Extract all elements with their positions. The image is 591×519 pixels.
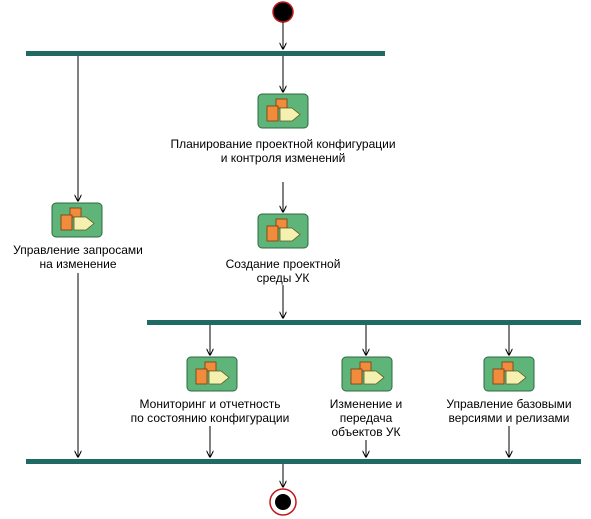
activity-icon-planning	[257, 93, 309, 129]
activity-icon-change	[341, 356, 393, 392]
start-node	[273, 2, 293, 22]
fork-bar-middle	[147, 320, 581, 325]
activity-icon-monitoring	[186, 356, 238, 392]
activity-icon-baselines	[483, 356, 535, 392]
join-bar-bottom	[26, 459, 581, 464]
activity-icon-create-env	[257, 213, 309, 249]
activity-icon-requests	[51, 202, 103, 238]
fork-bar-top	[26, 51, 385, 56]
end-node	[275, 494, 291, 510]
